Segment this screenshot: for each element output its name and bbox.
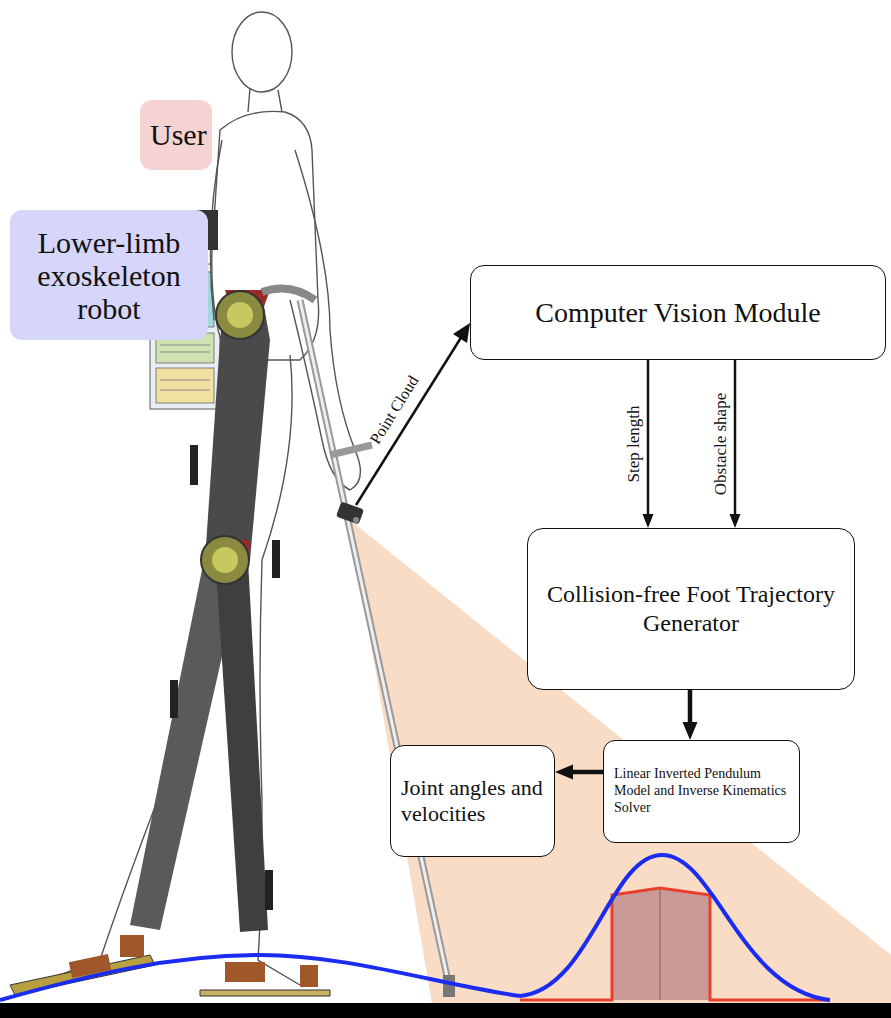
node-text: Computer Vision Module xyxy=(481,296,875,330)
connector-arrow xyxy=(643,360,654,528)
connector-arrow xyxy=(730,360,741,528)
foot-trajectory xyxy=(0,855,830,1000)
connector-line xyxy=(571,770,603,775)
process-box: Linear Inverted Pendulum Model and Inver… xyxy=(603,740,800,843)
view-cone xyxy=(350,520,891,1004)
node-text: Collision-free Foot Trajectory Generator xyxy=(538,580,844,638)
user-figure xyxy=(40,12,360,985)
robot-label-box: Lower-limb exoskeleton robot xyxy=(10,210,208,340)
feet xyxy=(10,935,330,996)
connector-line xyxy=(647,360,650,516)
connector-arrow xyxy=(555,765,603,780)
output-box: Joint angles and velocities xyxy=(390,745,555,857)
connector-line xyxy=(734,360,737,516)
camera xyxy=(336,501,364,524)
arrowhead xyxy=(555,765,573,780)
process-box: Collision-free Foot Trajectory Generator xyxy=(527,528,855,690)
node-text: User xyxy=(150,117,202,153)
node-text: Joint angles and velocities xyxy=(401,775,544,828)
connector-line xyxy=(688,690,693,724)
node-text: Linear Inverted Pendulum Model and Inver… xyxy=(614,766,789,816)
point-cloud-arrow xyxy=(356,323,470,505)
connector-arrow xyxy=(683,690,698,740)
arrowhead xyxy=(643,514,654,528)
process-box: Computer Vision Module xyxy=(470,265,886,360)
edge-label: Obstacle shape xyxy=(711,393,731,495)
arrowhead xyxy=(730,514,741,528)
node-text: Lower-limb exoskeleton robot xyxy=(20,226,198,325)
user-label-box: User xyxy=(140,100,212,170)
arrowhead xyxy=(683,722,698,740)
ground xyxy=(0,1003,891,1018)
signal-label: Point Cloud xyxy=(366,373,422,448)
edge-label: Step length xyxy=(624,406,644,483)
